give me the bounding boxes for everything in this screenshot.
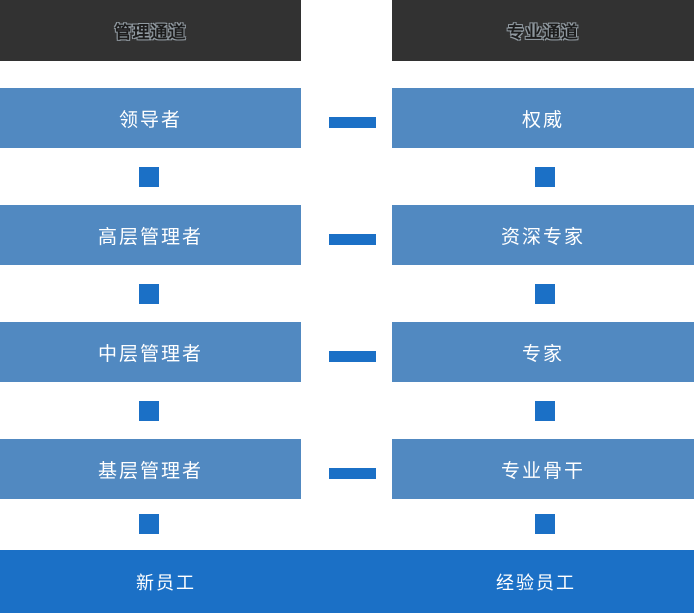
experienced-employee-label: 经验员工 [496, 572, 576, 593]
management-level-3-bar: 中层管理者 [0, 322, 301, 382]
professional-level-2-label: 资深专家 [500, 226, 585, 248]
professional-level-2-bar: 资深专家 [392, 205, 694, 265]
management-level-4-bar: 基层管理者 [0, 439, 301, 499]
management-level-1-bar: 领导者 [0, 88, 301, 148]
level-up-connector-square [139, 514, 159, 534]
level-up-connector-square [535, 401, 555, 421]
header-management-track: 管理通道 [0, 0, 301, 61]
track-equivalence-dash [329, 468, 376, 479]
management-level-2-label: 高层管理者 [97, 226, 203, 248]
professional-level-3-bar: 专家 [392, 322, 694, 382]
level-up-connector-square [535, 284, 555, 304]
track-equivalence-dash [329, 351, 376, 362]
experience-progression-bar: 新员工 经验员工 [0, 550, 694, 613]
professional-level-3-label: 专家 [521, 343, 564, 365]
level-up-connector-square [535, 514, 555, 534]
professional-level-1-bar: 权威 [392, 88, 694, 148]
management-level-3-label: 中层管理者 [97, 343, 203, 365]
management-level-4-label: 基层管理者 [97, 460, 203, 482]
level-up-connector-square [139, 401, 159, 421]
track-equivalence-dash [329, 117, 376, 128]
management-level-2-bar: 高层管理者 [0, 205, 301, 265]
professional-level-1-label: 权威 [521, 109, 564, 131]
level-up-connector-square [535, 167, 555, 187]
level-up-connector-square [139, 167, 159, 187]
track-equivalence-dash [329, 234, 376, 245]
header-professional-track: 专业通道 [392, 0, 694, 61]
professional-level-4-bar: 专业骨干 [392, 439, 694, 499]
new-employee-label: 新员工 [136, 572, 196, 593]
header-management-track-label: 管理通道 [114, 23, 187, 42]
management-level-1-label: 领导者 [118, 109, 182, 131]
professional-level-4-label: 专业骨干 [500, 460, 585, 482]
level-up-connector-square [139, 284, 159, 304]
header-professional-track-label: 专业通道 [507, 23, 579, 42]
